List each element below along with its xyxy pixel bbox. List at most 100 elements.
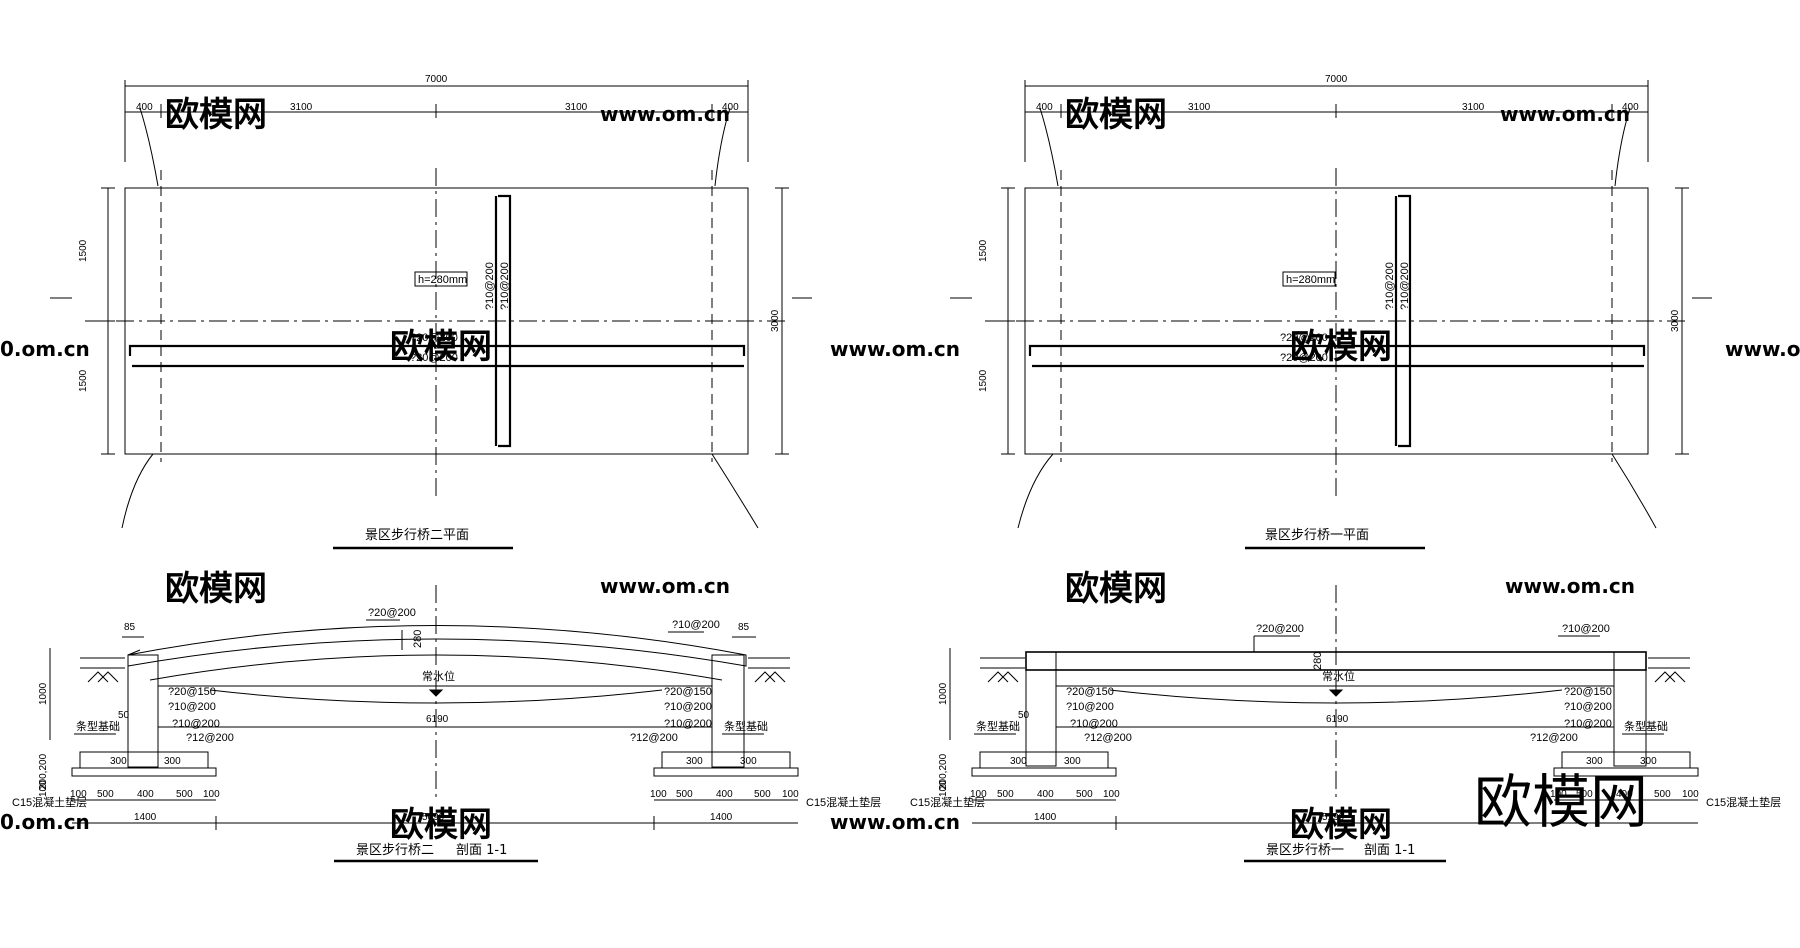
rebar-vertical-label: ?10@200: [499, 262, 511, 310]
dim-300: 300: [1586, 756, 1603, 767]
dim-seg: 3100: [290, 102, 313, 113]
dim-seg: 3100: [565, 102, 588, 113]
left-plan-view: 7000 400 3100 3100 400 1500 1500 3000: [50, 74, 812, 550]
pad-label: C15混凝土垫层: [1706, 795, 1781, 809]
dim-300: 300: [1640, 756, 1657, 767]
watermark-url: www.om.cn: [600, 574, 730, 598]
dim-seg: 3100: [1188, 102, 1211, 113]
watermark-url: www.om.cn: [830, 810, 960, 834]
dim-seg: 400: [722, 102, 739, 113]
right-section-view: 常水位 280 ?20@200 ?10@200 ?20@150 ?10@200 …: [910, 585, 1781, 863]
dim-half-top: 1500: [78, 239, 89, 262]
wall-rebar-label: ?10@200: [1070, 718, 1118, 730]
rebar-vertical-label: ?10@200: [1384, 262, 1396, 310]
wall-rebar-label: ?10@200: [664, 701, 712, 713]
rebar-vertical-label: ?10@200: [484, 262, 496, 310]
right-section-title: 景区步行桥一: [1266, 843, 1344, 858]
wall-rebar-label: ?12@200: [186, 732, 234, 744]
foundation-label: 条型基础: [76, 719, 120, 733]
right-plan-view: 7000 400 3100 3100 400 1500 1500 3000: [950, 74, 1712, 550]
left-pad: [71, 767, 217, 777]
dim-half-bottom: 1500: [978, 369, 989, 392]
base-dim: 500: [1654, 789, 1671, 800]
base-dim: 500: [754, 789, 771, 800]
wall-rebar-label: ?20@150: [664, 686, 712, 698]
watermark-url: 0.om.cn: [0, 337, 90, 361]
slab-thickness: h=280mm: [1286, 274, 1335, 286]
dim-seg: 400: [1622, 102, 1639, 113]
foot-width: 1400: [134, 812, 157, 823]
watermark-url: www.om.cn: [830, 337, 960, 361]
right-pad: [653, 767, 799, 777]
wall-rebar-label: ?10@200: [1066, 701, 1114, 713]
watermark-brand: 欧模网: [1065, 95, 1167, 135]
base-dim: 100: [1682, 789, 1699, 800]
height-dim: 1000: [38, 682, 49, 705]
wall-rebar-label: ?12@200: [1530, 732, 1578, 744]
foot-dim: 100: [938, 780, 949, 797]
base-dim: 100: [782, 789, 799, 800]
foot-width: 1400: [710, 812, 733, 823]
height-dim: 1000: [938, 682, 949, 705]
base-dim: 500: [1076, 789, 1093, 800]
right-section-title: 剖面 1-1: [1364, 843, 1415, 858]
base-dim: 100: [1103, 789, 1120, 800]
dim-300: 300: [740, 756, 757, 767]
span-dim: 6190: [426, 714, 449, 725]
wall-rebar-label: ?10@200: [1564, 701, 1612, 713]
watermark-url: www.om.cn: [1505, 574, 1635, 598]
pad-label: C15混凝土垫层: [910, 795, 985, 809]
dim-width: 3000: [1670, 309, 1681, 332]
watermark-url: www.om.cn: [1500, 102, 1630, 126]
right-rebar-label: ?10@200: [1562, 623, 1610, 635]
cap-dim: 85: [738, 622, 750, 633]
right-abutment: [711, 654, 745, 768]
left-section-title: 剖面 1-1: [456, 843, 507, 858]
left-footing: [79, 751, 209, 769]
water-level-label: 常水位: [422, 669, 455, 683]
span-dim: 6190: [1326, 714, 1349, 725]
dim-300: 300: [1010, 756, 1027, 767]
dim-width: 3000: [770, 309, 781, 332]
base-dim: 100: [1550, 789, 1567, 800]
wall-rebar-label: ?10@200: [1564, 718, 1612, 730]
rebar-horizontal: [128, 344, 746, 356]
dim-seg: 400: [1036, 102, 1053, 113]
dim-300: 300: [1064, 756, 1081, 767]
pad-label: C15混凝土垫层: [12, 795, 87, 809]
foot-dim: 200,200: [938, 753, 949, 790]
base-dim: 100: [650, 789, 667, 800]
left-section-title: 景区步行桥二: [356, 843, 434, 858]
wall-rebar-label: ?20@150: [1564, 686, 1612, 698]
base-dim: 500: [1576, 789, 1593, 800]
base-dim: 500: [676, 789, 693, 800]
left-pad: [971, 767, 1117, 777]
pad-label: C15混凝土垫层: [806, 795, 881, 809]
dim-300: 300: [110, 756, 127, 767]
top-rebar-label: ?20@200: [1256, 623, 1304, 635]
watermark-brand: 欧模网: [165, 95, 267, 135]
dim-seg: 3100: [1462, 102, 1485, 113]
watermark-url: www.om.cn: [1725, 337, 1800, 361]
top-rebar-label: ?20@200: [368, 607, 416, 619]
dim-overall: 7000: [1325, 74, 1348, 85]
wall-rebar-label: ?20@150: [168, 686, 216, 698]
wall-rebar-label: ?10@200: [168, 701, 216, 713]
right-pad: [1553, 767, 1699, 777]
deck-thickness: 280: [412, 630, 424, 648]
dim-seg: 400: [136, 102, 153, 113]
brand-logo: 欧模网: [1474, 768, 1648, 836]
foot-width: 1400: [1034, 812, 1057, 823]
clear-span: 5190: [1322, 812, 1345, 823]
watermark-brand: 欧模网: [390, 805, 492, 845]
watermark-url: 0.om.cn: [0, 810, 90, 834]
base-dim: 100: [970, 789, 987, 800]
base-dim: 500: [997, 789, 1014, 800]
small-dim: 50: [1018, 710, 1030, 721]
clear-span: 5090: [422, 812, 445, 823]
dim-half-bottom: 1500: [78, 369, 89, 392]
watermark-brand: 欧模网: [1065, 569, 1167, 609]
foot-dim: 200,200: [38, 753, 49, 790]
base-dim: 400: [716, 789, 733, 800]
